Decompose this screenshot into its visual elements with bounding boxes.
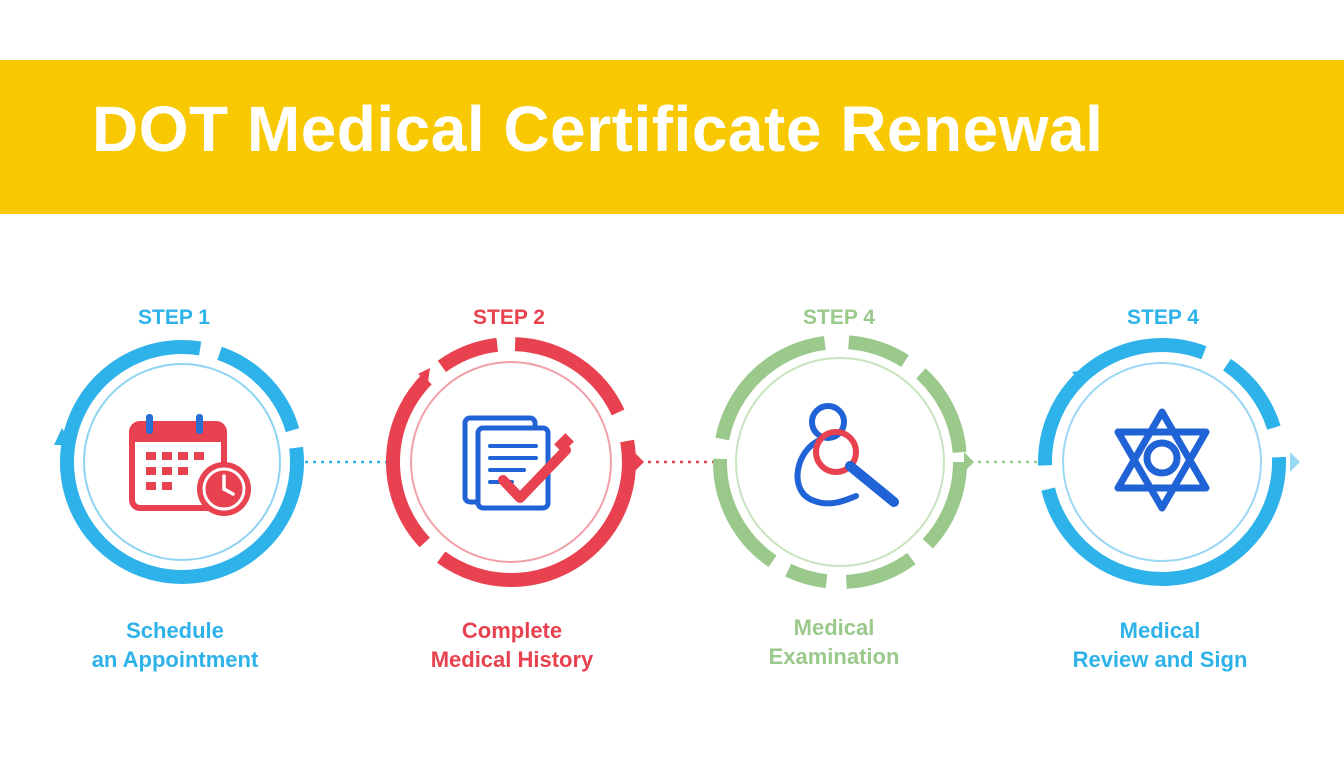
step-4-title: STEP 4 — [1127, 306, 1199, 329]
calendar-clock-icon — [129, 414, 251, 516]
step-1-title: STEP 1 — [138, 306, 210, 329]
star-emblem-icon — [1114, 408, 1210, 512]
document-checkmark-icon — [462, 415, 574, 511]
title-banner: DOT Medical Certificate Renewal — [0, 60, 1344, 214]
page-title: DOT Medical Certificate Renewal — [92, 93, 1104, 165]
step-1-caption: Schedule an Appointment — [91, 618, 259, 672]
step-3-caption: Medical Examination — [768, 615, 900, 669]
step-2-ring — [386, 337, 644, 587]
step-1-ring — [54, 340, 304, 584]
step-4-caption: Medical Review and Sign — [1072, 618, 1248, 672]
step-3-title: STEP 4 — [803, 306, 875, 329]
step-3-ring — [713, 335, 974, 589]
step-2-title: STEP 2 — [473, 306, 545, 329]
step-2-caption: Complete Medical History — [430, 618, 594, 672]
step-4-ring — [1038, 338, 1300, 586]
stethoscope-magnifier-icon — [794, 403, 899, 507]
